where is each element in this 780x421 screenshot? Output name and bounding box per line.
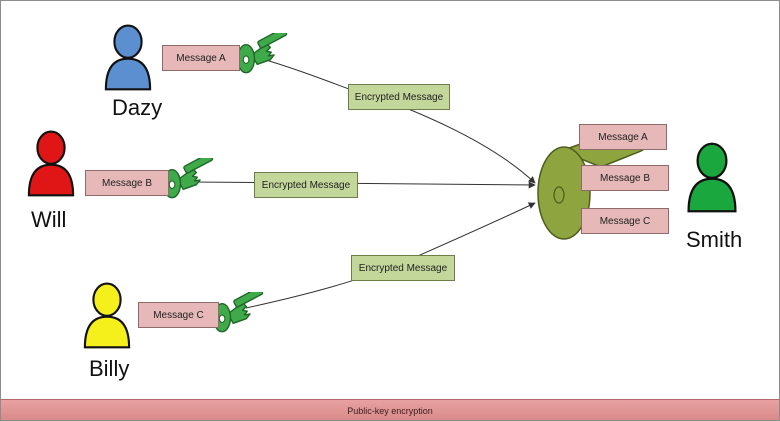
caption-bar: Public-key encryption [1,399,779,420]
connector-will [190,181,536,189]
person-icon [83,282,131,349]
receiver-name: Smith [686,227,743,252]
person-icon [104,24,152,91]
public-key-icon [162,158,214,199]
person-icon [27,130,75,197]
encrypted-message-box: Encrypted Message [254,172,358,198]
encrypted-message-box: Encrypted Message [348,84,450,110]
encrypted-message-box: Encrypted Message [351,255,455,281]
sender-name: Dazy [112,95,163,120]
diagram-graphics [27,24,737,349]
decrypted-message-box: Message C [581,208,669,234]
decrypted-message-box: Message A [579,124,667,150]
sender-name: Billy [89,356,130,381]
message-box: Message B [85,170,169,196]
sender-name: Will [31,207,67,232]
public-key-icon [236,33,288,74]
connector-dazy [255,56,536,184]
public-key-icon [212,292,264,333]
decrypted-message-box: Message B [581,165,669,191]
message-box: Message C [138,302,219,328]
message-box: Message A [162,45,240,71]
person-icon [687,142,737,213]
